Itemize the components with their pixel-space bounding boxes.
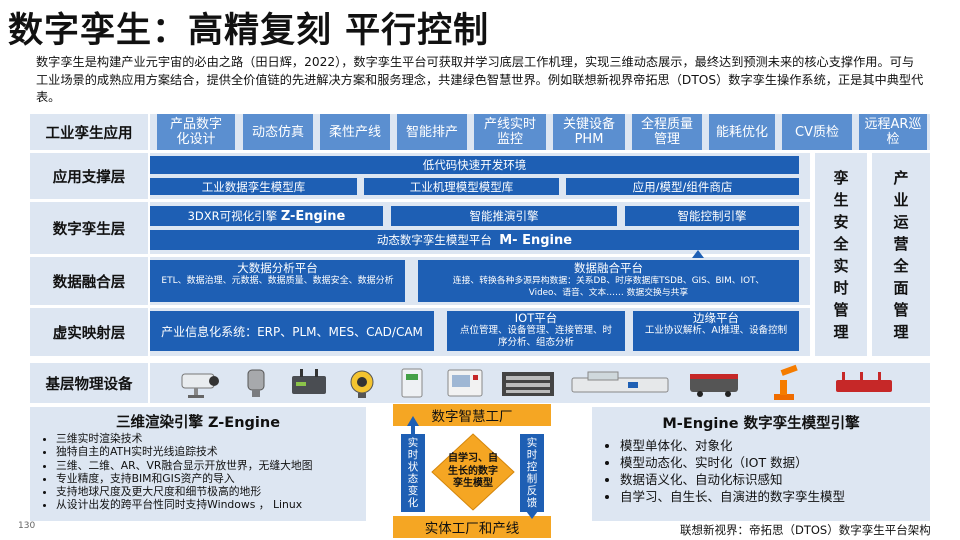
z-engine-card: 三维渲染引擎 Z-Engine 三维实时渲染技术 独特自主的ATH实时光线追踪技… [30, 407, 366, 521]
app-item: 智能排产 [397, 114, 467, 150]
z-engine-card-title: 三维渲染引擎 Z-Engine [115, 415, 281, 431]
row-label-mapping: 虚实映射层 [30, 308, 148, 356]
support-item: 工业数据孪生模型库 [150, 178, 357, 195]
m-engine-name: M- Engine [499, 232, 573, 248]
page-number: 130 [18, 521, 36, 531]
robot-sensor-icon [350, 370, 374, 398]
fusion-platform: 数据融合平台 连接、转换各种多源异构数据：关系DB、时序数据库TSDB、GIS、… [418, 260, 799, 302]
machine-icon [447, 369, 483, 397]
control-engine: 智能控制引擎 [625, 206, 799, 226]
support-item: 应用/模型/组件商店 [566, 178, 799, 195]
edge-desc: 工业协议解析、AI推理、设备控制 [644, 325, 788, 336]
row-label-fusion: 数据融合层 [30, 257, 148, 305]
app-item: 动态仿真 [243, 114, 313, 150]
cabinet-icon [401, 368, 423, 398]
feature-item: 模型动态化、实时化（IOT 数据） [620, 454, 920, 471]
edge-platform: 边缘平台 工业协议解析、AI推理、设备控制 [633, 311, 799, 351]
physical-factory-box: 实体工厂和产线 [393, 516, 551, 538]
up-arrow-icon [407, 416, 419, 434]
iot-platform: IOT平台 点位管理、设备管理、连接管理、时序分析、组态分析 [447, 311, 625, 351]
m-engine-platform: 动态数字孪生模型平台 M- Engine [150, 230, 799, 250]
gateway-icon [292, 369, 326, 394]
bigdata-title: 大数据分析平台 [237, 261, 318, 275]
edge-title: 边缘平台 [693, 311, 739, 325]
side-operations: 产业运营全面管理 [872, 153, 930, 356]
loop-center-label: 自学习、自生长的数字孪生模型 [448, 453, 498, 490]
feature-item: 三维、二维、AR、VR融合显示开放世界，无缝大地图 [56, 459, 358, 472]
app-item: 能耗优化 [709, 114, 775, 150]
app-item: 产线实时监控 [474, 114, 546, 150]
z-engine-prefix: 3DXR可视化引擎 [187, 209, 278, 223]
z-engine-name: Z-Engine [280, 208, 346, 224]
loop-arrows-icon [431, 433, 515, 511]
intro-paragraph: 数字孪生是构建产业元宇宙的必由之路（田日辉，2022），数字孪生平台可获取并学习… [36, 55, 924, 104]
support-item: 工业机理模型模型库 [364, 178, 559, 195]
app-item: 远程AR巡检 [859, 114, 927, 150]
bigdata-platform: 大数据分析平台 ETL、数据治理、元数据、数据质量、数据安全、数据分析 [150, 260, 405, 302]
m-engine-card: M-Engine 数字孪生模型引擎 模型单体化、对象化 模型动态化、实时化（IO… [592, 407, 930, 521]
figure-caption: 联想新视界：帝拓思（DTOS）数字孪生平台架构 [680, 523, 931, 537]
row-label-twin: 数字孪生层 [30, 202, 148, 254]
page-title: 数字孪生：高精复刻 平行控制 [8, 11, 490, 51]
iot-title: IOT平台 [514, 311, 558, 325]
feature-item: 支持地球尺度及更大尺度和细节极高的地形 [56, 485, 358, 498]
bigdata-desc: ETL、数据治理、元数据、数据质量、数据安全、数据分析 [161, 276, 394, 286]
camera-icon [181, 373, 219, 398]
router-icon [836, 372, 892, 392]
info-systems: 产业信息化系统：ERP、PLM、MES、CAD/CAM [150, 311, 434, 351]
app-item: 全程质量管理 [632, 114, 702, 150]
up-arrow-icon [692, 250, 704, 258]
robot-arm-icon [774, 364, 798, 400]
row-label-support: 应用支撑层 [30, 153, 148, 199]
feature-item: 独特自主的ATH实时光线追踪技术 [56, 445, 358, 458]
app-item: CV质检 [782, 114, 852, 150]
row-label-physical: 基层物理设备 [30, 363, 148, 403]
z-engine-box: 3DXR可视化引擎 Z-Engine [150, 206, 383, 226]
fusion-line1: 连接、转换各种多源异构数据：关系DB、时序数据库TSDB、GIS、BIM、IOT… [452, 276, 765, 286]
feature-item: 数据语义化、自动化标识感知 [620, 471, 920, 488]
digital-factory-box: 数字智慧工厂 [393, 404, 551, 426]
server-rack-icon [502, 372, 554, 396]
fusion-title: 数据融合平台 [574, 261, 643, 275]
z-engine-feature-list: 三维实时渲染技术 独特自主的ATH实时光线追踪技术 三维、二维、AR、VR融合显… [38, 432, 358, 512]
sensor-icon [247, 369, 265, 397]
m-engine-card-title: M-Engine 数字孪生模型引擎 [662, 416, 860, 432]
production-line-icon [571, 371, 669, 393]
m-engine-prefix: 动态数字孪生模型平台 [376, 233, 492, 247]
app-item: 关键设备PHM [553, 114, 625, 150]
feature-item: 自学习、自生长、自演进的数字孪生模型 [620, 488, 920, 505]
iot-desc: 点位管理、设备管理、连接管理、时序分析、组态分析 [459, 325, 612, 348]
feature-item: 三维实时渲染技术 [56, 432, 358, 445]
control-feedback-label: 实时控制反馈 [520, 434, 544, 512]
lowcode-env: 低代码快速开发环境 [150, 156, 799, 174]
app-item: 产品数字化设计 [157, 114, 235, 150]
feature-item: 从设计出发的跨平台性同时支持Windows ， Linux [56, 498, 358, 511]
app-item: 柔性产线 [320, 114, 390, 150]
row-label-app: 工业孪生应用 [30, 114, 148, 150]
state-change-label: 实时状态变化 [401, 434, 425, 512]
m-engine-feature-list: 模型单体化、对象化 模型动态化、实时化（IOT 数据） 数据语义化、自动化标识感… [602, 437, 920, 505]
agv-icon [690, 374, 738, 397]
down-arrow-icon [526, 511, 538, 519]
inference-engine: 智能推演引擎 [391, 206, 617, 226]
side-security: 孪生安全实时管理 [815, 153, 867, 356]
fusion-line2: Video、语音、文本…… 数据交换与共享 [528, 288, 689, 298]
feature-item: 模型单体化、对象化 [620, 437, 920, 454]
feature-item: 专业精度，支持BIM和GIS资产的导入 [56, 472, 358, 485]
